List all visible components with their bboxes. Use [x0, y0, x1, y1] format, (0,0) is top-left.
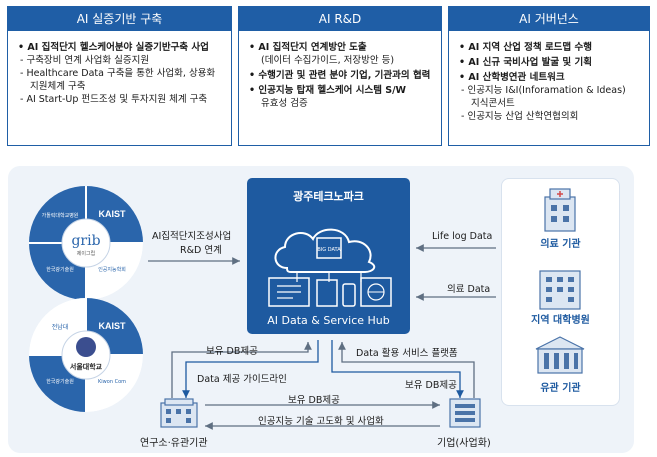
panel-title: AI 실증기반 구축	[8, 7, 231, 31]
list-item: 유효성 검증	[261, 98, 308, 109]
label-ai-commercial: 인공지능 기술 고도화 및 사업화	[258, 416, 384, 427]
university-hospital-icon	[539, 270, 581, 310]
logo-photonics: 한국광기술원	[46, 266, 74, 273]
list-item: (데이터 수집가이드, 저장방안 등)	[261, 55, 395, 66]
logo-kaist: KAIST	[99, 209, 127, 219]
label-life-log: Life log Data	[432, 231, 493, 242]
label-data-platform: Data 활용 서비스 플랫폼	[356, 348, 458, 359]
label-research-org: 연구소·유관기관	[140, 438, 208, 449]
label-data-guideline: Data 제공 가이드라인	[197, 374, 287, 385]
panel-list: AI 집적단지 헬스케어분야 실증기반구축 사업 구축장비 연계 사업화 실증지…	[8, 31, 231, 106]
public-institution-icon	[535, 336, 585, 374]
list-item: AI 산학병연관 네트워크	[459, 71, 641, 84]
list-item: 지원체계 구축	[30, 81, 86, 92]
institutions-panel: 의료 기관 지역 대학병원 유관 기관	[501, 178, 620, 406]
research-building-icon	[160, 398, 198, 428]
panel-list: AI 집적단지 연계방안 도출 (데이터 수집가이드, 저장방안 등) 수행기관…	[239, 31, 441, 110]
logo-jnu: 전남대	[52, 323, 69, 331]
company-building-icon	[449, 398, 481, 428]
big-data-chip-label: BIG DATA	[317, 247, 341, 253]
panel-title: AI R&D	[239, 7, 441, 31]
list-item: 인공지능 I&I(Inforamation & Ideas)	[459, 84, 641, 97]
label-owned-db-right: 보유 DB제공	[405, 380, 457, 391]
institution-public: 유관 기관	[540, 383, 581, 394]
logo-kaist-2: KAIST	[99, 321, 127, 331]
logo-snu: 서울대학교	[70, 362, 103, 371]
panel-ai-governance: AI 거버넌스 AI 지역 산업 정책 로드맵 수행 AI 신규 국비사업 발굴…	[448, 6, 650, 146]
cloud-icon: BIG DATA	[274, 228, 376, 282]
panel-title: AI 거버넌스	[449, 7, 649, 31]
list-item: 지식콘서트	[471, 98, 515, 109]
institution-medical: 의료 기관	[540, 239, 581, 250]
list-item: 인공지능 산업 산학연협의회	[459, 110, 641, 123]
logo-grib: grib	[71, 233, 100, 249]
arrow-data-platform	[331, 340, 464, 398]
list-item: Healthcare Data 구축을 통한 사업화, 상용화	[18, 67, 223, 80]
list-item: 수행기관 및 관련 분야 기업, 기관과의 협력	[249, 69, 433, 82]
list-item: AI 신규 국비사업 발굴 및 기획	[459, 56, 641, 69]
data-service-hub: 광주테크노파크 BIG DATA AI Data & Service Hub	[247, 178, 410, 334]
partner-circle-bottom: KAIST 전남대 한국광기술원 Kiwon Com 서울대학교	[29, 298, 143, 412]
label-medical-data: 의료 Data	[447, 284, 491, 295]
list-item: AI 집적단지 연계방안 도출	[249, 41, 433, 54]
panel-list: AI 지역 산업 정책 로드맵 수행 AI 신규 국비사업 발굴 및 기획 AI…	[449, 31, 649, 123]
logo-hospital: 가톨릭대학교병원	[42, 212, 79, 219]
arrow-owned-db-left	[171, 342, 312, 398]
devices-icon	[268, 277, 392, 307]
hospital-icon	[544, 188, 576, 232]
partner-circle-top: KAIST 가톨릭대학교병원 한국광기술원 인공지능학회 grib 제이그립	[29, 186, 143, 300]
label-ai-link-2: R&D 연계	[180, 245, 222, 256]
logo-kiwon: Kiwon Com	[98, 379, 126, 385]
list-item: AI 집적단지 헬스케어분야 실증기반구축 사업	[18, 41, 223, 54]
label-ai-link-1: AI집적단지조성사업	[152, 231, 232, 242]
arrow-owned-db-right	[338, 342, 475, 398]
label-company: 기업(사업화)	[437, 438, 491, 449]
hub-logo: 광주테크노파크	[293, 190, 364, 203]
panel-ai-rnd: AI R&D AI 집적단지 연계방안 도출 (데이터 수집가이드, 저장방안 …	[238, 6, 442, 146]
panel-ai-demo: AI 실증기반 구축 AI 집적단지 헬스케어분야 실증기반구축 사업 구축장비…	[7, 6, 232, 146]
hub-caption: AI Data & Service Hub	[267, 314, 390, 327]
list-item: 인공지능 탑재 헬스케어 시스템 S/W	[249, 84, 433, 97]
logo-grib-sub: 제이그립	[77, 250, 95, 257]
list-item: AI 지역 산업 정책 로드맵 수행	[459, 41, 641, 54]
logo-photonics-2: 한국광기술원	[46, 378, 74, 385]
institution-university: 지역 대학병원	[531, 315, 590, 326]
arrow-guideline	[182, 340, 319, 398]
label-owned-db-bottom: 보유 DB제공	[288, 395, 340, 406]
list-item: AI Start-Up 펀드조성 및 투자지원 체계 구축	[18, 93, 223, 106]
label-owned-db-left: 보유 DB제공	[206, 346, 258, 357]
list-item: 구축장비 연계 사업화 실증지원	[18, 54, 223, 67]
logo-ai-society: 인공지능학회	[98, 266, 126, 273]
